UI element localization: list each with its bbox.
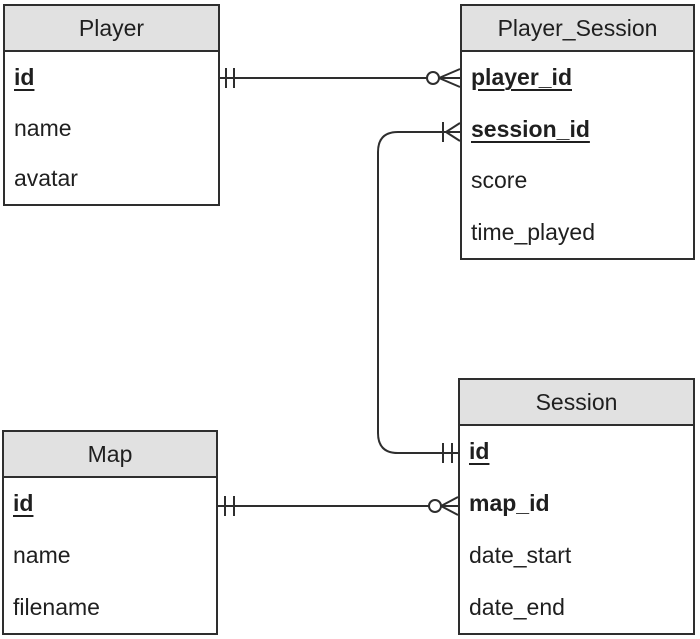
field-session-id: id — [469, 438, 490, 465]
field-session-date-start: date_start — [469, 541, 572, 568]
entity-session-title: Session — [535, 388, 618, 415]
entity-map-fields: id name filename — [4, 478, 216, 633]
entity-map-title: Map — [87, 440, 133, 467]
field-session-map-id: map_id — [469, 490, 550, 517]
entity-player-fields: id name avatar — [5, 52, 218, 204]
entity-player-title: Player — [78, 14, 145, 41]
cardinality-one-marker — [225, 68, 235, 88]
cardinality-zero-or-many-marker — [428, 496, 459, 516]
field-player-session-session-id: session_id — [471, 115, 590, 142]
entity-player-session-fields: player_id session_id score time_played — [462, 52, 693, 258]
entity-map: Map id name filename — [2, 430, 218, 635]
field-map-id: id — [13, 490, 34, 517]
entity-player: Player id name avatar — [3, 4, 220, 206]
cardinality-one-marker — [224, 496, 235, 516]
field-player-avatar: avatar — [14, 165, 78, 192]
entity-player-session-header: Player_Session — [462, 6, 693, 52]
entity-player-session-title: Player_Session — [497, 14, 658, 41]
cardinality-zero-or-many-marker — [426, 68, 461, 88]
relationship-line — [377, 131, 460, 454]
field-map-name: name — [13, 542, 71, 568]
entity-session: Session id map_id date_start date_end — [458, 378, 695, 635]
field-player-session-score: score — [471, 167, 528, 194]
entity-player-header: Player — [5, 6, 218, 52]
field-player-id: id — [14, 63, 35, 90]
entity-session-header: Session — [460, 380, 693, 426]
cardinality-one-or-many-marker — [442, 122, 461, 142]
entity-map-header: Map — [4, 432, 216, 478]
field-player-session-time-played: time_played — [471, 218, 596, 245]
field-player-session-player-id: player_id — [471, 64, 572, 91]
relationship-session-player_session — [377, 122, 461, 463]
field-player-name: name — [14, 114, 72, 141]
relationship-map-session — [218, 496, 459, 516]
field-session-date-end: date_end — [469, 593, 565, 620]
entity-player-session: Player_Session player_id session_id scor… — [460, 4, 695, 260]
relationship-player-player_session — [220, 68, 461, 88]
cardinality-one-marker — [442, 443, 453, 463]
entity-session-fields: id map_id date_start date_end — [460, 426, 693, 633]
field-map-filename: filename — [13, 593, 100, 620]
